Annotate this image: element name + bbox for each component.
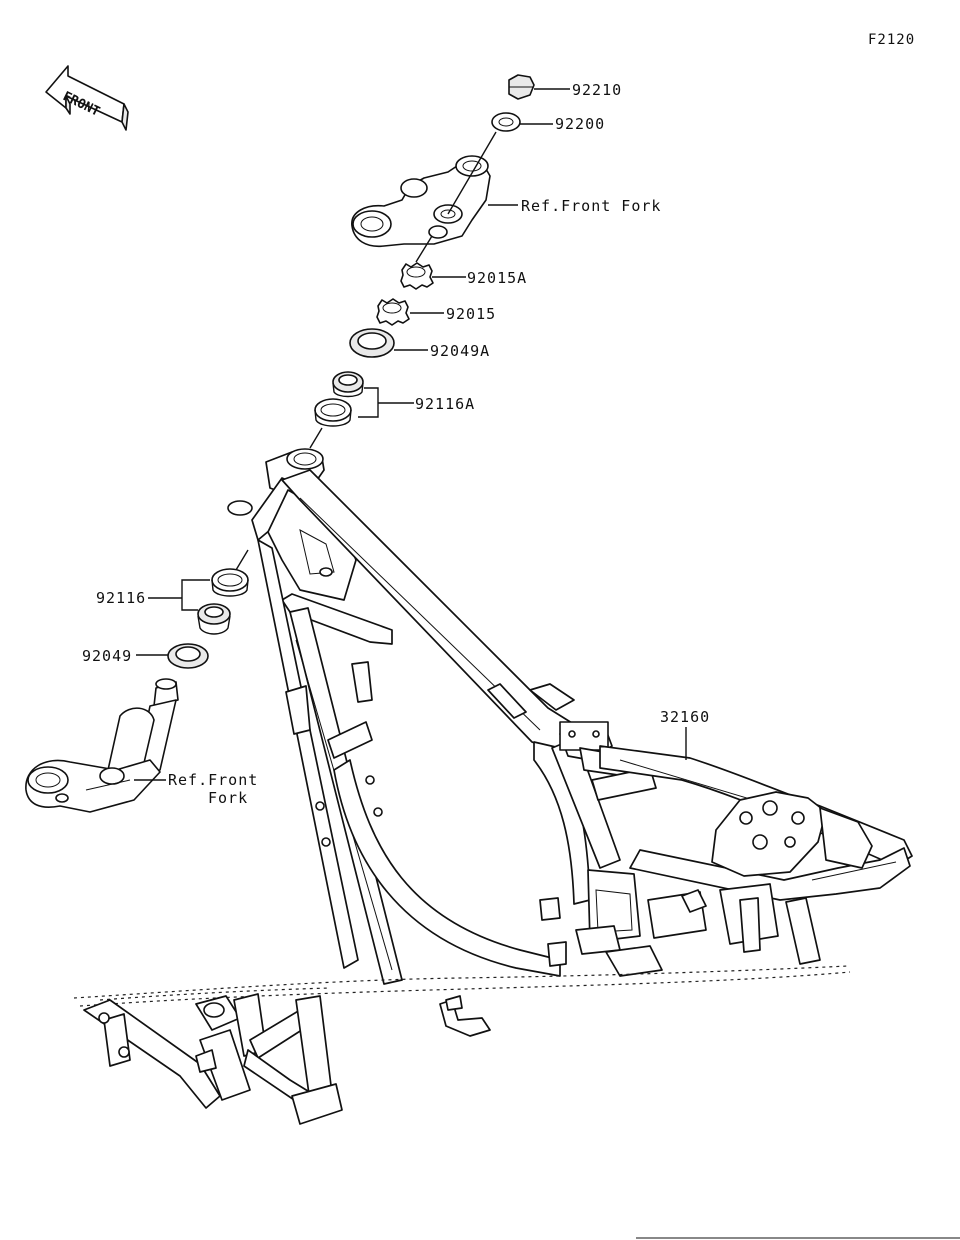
part-label-92116A[interactable]: 92116A — [415, 395, 475, 413]
frame-32160[interactable] — [73, 448, 913, 1125]
part-label-92210[interactable]: 92210 — [572, 81, 622, 99]
washer-92200[interactable] — [491, 112, 553, 132]
part-label-92049A[interactable]: 92049A — [430, 342, 490, 360]
seal-92049A[interactable] — [349, 328, 428, 358]
part-label-92116[interactable]: 92116 — [96, 589, 146, 607]
part-label-92049[interactable]: 92049 — [82, 647, 132, 665]
bearing-92116[interactable] — [148, 568, 249, 635]
lower-triple-clamp[interactable] — [25, 678, 179, 813]
stem-nut-92210[interactable] — [508, 74, 570, 100]
part-label-92200[interactable]: 92200 — [555, 115, 605, 133]
locknut-92015A[interactable] — [400, 235, 466, 290]
part-label-ref-front-fork-upper[interactable]: Ref.Front Fork — [521, 197, 661, 215]
front-arrow-icon: FRONT — [45, 65, 129, 131]
part-label-92015A[interactable]: 92015A — [467, 269, 527, 287]
nut-92015[interactable] — [376, 298, 444, 326]
part-label-32160[interactable]: 32160 — [660, 708, 710, 726]
seal-92049[interactable] — [136, 643, 209, 669]
part-label-ref-front-fork-lower-line2[interactable]: Fork — [208, 789, 248, 807]
part-label-ref-front-fork-lower-line1[interactable]: Ref.Front — [168, 771, 258, 789]
part-label-92015[interactable]: 92015 — [446, 305, 496, 323]
upper-triple-clamp[interactable] — [351, 131, 518, 248]
figure-code: F2120 — [868, 32, 915, 48]
bearing-92116A[interactable] — [309, 371, 414, 449]
